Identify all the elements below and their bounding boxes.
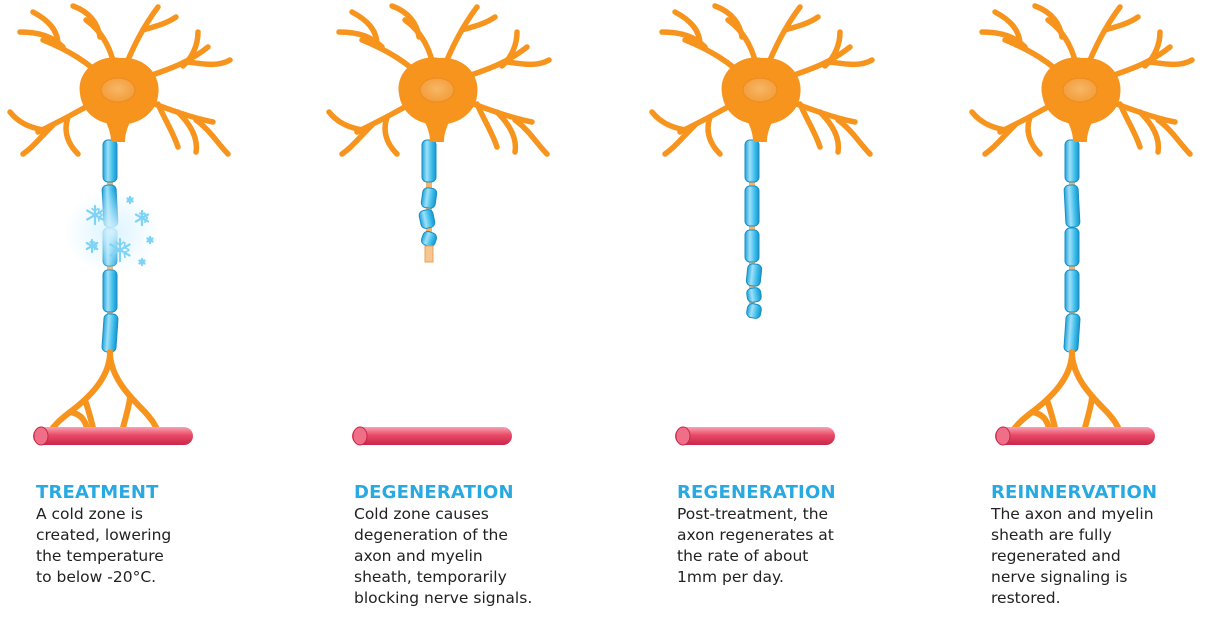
- stage-title: DEGENERATION: [354, 482, 584, 504]
- dendrite-branch: [1028, 117, 1040, 154]
- muscle-fiber-end: [34, 427, 48, 445]
- muscle-fiber-end: [676, 427, 690, 445]
- myelin-sheath-segment: [745, 140, 759, 182]
- dendrite-branch: [1150, 60, 1192, 64]
- dendrite-branch: [385, 117, 397, 154]
- snowflake-tip: [143, 263, 144, 264]
- dendrite-branch: [10, 112, 43, 130]
- dendrite-branch: [515, 120, 547, 154]
- stage-description: The axon and myelin sheath are fully reg…: [991, 504, 1212, 609]
- myelin-sheath-segment: [102, 314, 119, 353]
- stage-regeneration: REGENERATION Post-treatment, the axon re…: [677, 482, 907, 588]
- myelin-sheath-segment: [1065, 228, 1079, 266]
- myelin-sheath-segment: [746, 303, 762, 319]
- stage-regeneration-neuron neuron-icon: [652, 6, 872, 445]
- stage-treatment: TREATMENT A cold zone is created, loweri…: [36, 482, 266, 588]
- stage-title: REINNERVATION: [991, 482, 1212, 504]
- myelin-sheath-segment: [420, 230, 438, 248]
- nucleus: [420, 78, 454, 102]
- dendrite-branch: [652, 112, 685, 130]
- muscle-fiber-end: [996, 427, 1010, 445]
- myelin-sheath-segment: [1064, 185, 1080, 228]
- myelin-sheath-segment: [422, 140, 436, 182]
- snowflake-icon: [127, 197, 132, 203]
- axon-hillock: [423, 118, 451, 142]
- axon-terminal: [1003, 352, 1129, 436]
- terminal-branch: [1084, 398, 1092, 432]
- stage-degeneration-neuron neuron-icon: [329, 6, 549, 445]
- neuron-stages-diagram: [0, 0, 1212, 470]
- nucleus: [743, 78, 777, 102]
- dendrite-branch: [972, 112, 1005, 130]
- degenerated-axon: [425, 246, 433, 262]
- cold-zone: [64, 190, 160, 274]
- myelin-sheath-segment: [1065, 140, 1079, 182]
- dendrite-branch: [507, 60, 549, 64]
- muscle-fiber-body: [995, 427, 1155, 445]
- nucleus: [1063, 78, 1097, 102]
- myelin-sheath-segment: [746, 287, 762, 303]
- snowflake-tip: [151, 241, 152, 242]
- dendrite-branch: [329, 112, 362, 130]
- snowflake-icon: [139, 259, 144, 265]
- stage-description: Post-treatment, the axon regenerates at …: [677, 504, 907, 588]
- terminal-branch: [122, 398, 130, 432]
- axon-hillock: [746, 118, 774, 142]
- muscle-fiber-body: [352, 427, 512, 445]
- myelin-sheath-segment: [421, 187, 438, 209]
- cold-zone-glow: [64, 190, 160, 274]
- muscle-fiber-icon: [352, 427, 512, 445]
- terminal-branch: [110, 352, 158, 432]
- myelin-sheath-segment: [745, 230, 759, 262]
- stage-reinnervation-neuron neuron-icon: [972, 6, 1192, 445]
- muscle-fiber-end: [353, 427, 367, 445]
- stage-title: TREATMENT: [36, 482, 266, 504]
- axon-hillock: [1066, 118, 1094, 142]
- myelin-sheath-segment: [103, 140, 117, 182]
- snowflake-icon: [147, 237, 152, 243]
- snowflake-tip: [131, 201, 132, 202]
- muscle-fiber-icon: [33, 427, 193, 445]
- terminal-branch: [1072, 352, 1120, 432]
- axon-terminal: [41, 352, 167, 436]
- stage-title: REGENERATION: [677, 482, 907, 504]
- muscle-fiber-icon: [675, 427, 835, 445]
- stage-description: A cold zone is created, lowering the tem…: [36, 504, 266, 588]
- myelin-sheath-segment: [746, 263, 762, 286]
- muscle-fiber-icon: [995, 427, 1155, 445]
- dendrite-branch: [66, 117, 78, 154]
- axon-hillock: [104, 118, 132, 142]
- myelin-sheath-segment: [745, 186, 759, 226]
- muscle-fiber-body: [33, 427, 193, 445]
- muscle-fiber-body: [675, 427, 835, 445]
- myelin-sheath-segment: [1065, 270, 1079, 312]
- dendrite-branch: [708, 117, 720, 154]
- nucleus: [101, 78, 135, 102]
- dendrite-branch: [1158, 120, 1190, 154]
- myelin-sheath-segment: [418, 209, 435, 230]
- stage-degeneration: DEGENERATION Cold zone causes degenerati…: [354, 482, 584, 609]
- stage-treatment-neuron neuron-icon: [10, 6, 230, 445]
- stage-reinnervation: REINNERVATION The axon and myelin sheath…: [991, 482, 1212, 609]
- dendrite-branch: [830, 60, 872, 64]
- myelin-sheath-segment: [103, 270, 117, 312]
- dendrite-branch: [838, 120, 870, 154]
- dendrite-branch: [196, 120, 228, 154]
- myelin-sheath-segment: [1064, 314, 1081, 353]
- dendrite-branch: [188, 60, 230, 64]
- stage-description: Cold zone causes degeneration of the axo…: [354, 504, 584, 609]
